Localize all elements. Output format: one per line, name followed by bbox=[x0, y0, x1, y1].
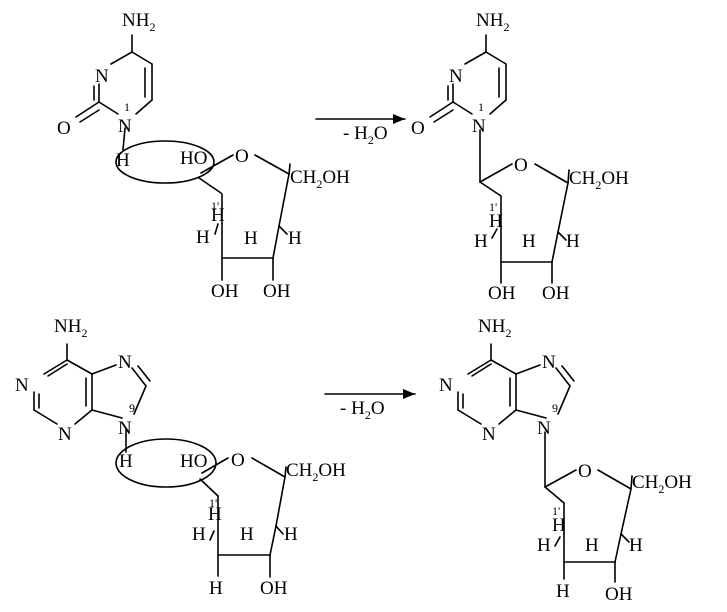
atom-h: H bbox=[552, 515, 566, 536]
amine-label: NH2 bbox=[54, 316, 87, 340]
hydroxyl-label: OH bbox=[488, 283, 516, 304]
position-1-prime-label: 1' bbox=[211, 199, 219, 213]
ring-oxygen: O bbox=[578, 461, 592, 482]
water-loss-label: - H2O bbox=[343, 123, 388, 147]
position-1-prime-label: 1' bbox=[209, 496, 217, 510]
deoxyribose-reactant: HO O CH2OH 1' H H H H H OH bbox=[180, 450, 346, 599]
position-1-prime-label: 1' bbox=[489, 200, 497, 214]
ch2oh-label: CH2OH bbox=[632, 472, 692, 496]
position-1-label: 1 bbox=[124, 100, 130, 114]
hydroxyl-label: OH bbox=[542, 283, 570, 304]
atom-h: H bbox=[192, 524, 206, 545]
atom-n: N bbox=[482, 424, 496, 445]
deoxyadenosine-product: NH2 N N N N 9 O CH2OH 1' H H H H H OH bbox=[439, 316, 692, 605]
hydroxyl-label: OH bbox=[211, 281, 239, 302]
water-elimination-circle bbox=[115, 438, 217, 488]
atom-h: H bbox=[116, 150, 130, 171]
atom-h: H bbox=[489, 211, 503, 232]
position-1-label: 1 bbox=[478, 100, 484, 114]
reaction-arrow-2: - H2O bbox=[324, 389, 416, 422]
amine-label: NH2 bbox=[478, 316, 511, 340]
ring-oxygen: O bbox=[514, 155, 528, 176]
atom-n9: N bbox=[118, 418, 132, 439]
atom-h: H bbox=[537, 535, 551, 556]
water-elimination-circle bbox=[115, 140, 215, 184]
atom-h: H bbox=[474, 231, 488, 252]
atom-n9: N bbox=[537, 418, 551, 439]
cytidine-product: NH2 N O N 1 O CH2OH 1' H H H H OH OH bbox=[411, 10, 629, 304]
cytosine-reactant: NH2 N O N 1 H bbox=[57, 10, 155, 171]
water-loss-label: - H2O bbox=[340, 398, 385, 422]
reaction-arrow-1: - H2O bbox=[315, 114, 406, 147]
ch2oh-label: CH2OH bbox=[569, 168, 629, 192]
atom-h: H bbox=[556, 581, 570, 602]
atom-n: N bbox=[118, 352, 132, 373]
ring-oxygen: O bbox=[235, 146, 249, 167]
atom-h: H bbox=[196, 227, 210, 248]
atom-n: N bbox=[449, 66, 463, 87]
hydroxyl-label: OH bbox=[263, 281, 291, 302]
atom-n: N bbox=[58, 424, 72, 445]
atom-n: N bbox=[95, 66, 109, 87]
hydroxyl-label: HO bbox=[180, 148, 207, 169]
hydroxyl-label: HO bbox=[180, 451, 207, 472]
atom-h: H bbox=[522, 231, 536, 252]
adenine-reactant: NH2 N N N N 9 H bbox=[15, 316, 151, 472]
atom-h: H bbox=[209, 578, 223, 599]
atom-h: H bbox=[240, 524, 254, 545]
hydroxyl-label: OH bbox=[260, 578, 288, 599]
ch2oh-label: CH2OH bbox=[286, 460, 346, 484]
position-9-label: 9 bbox=[129, 401, 135, 415]
atom-h: H bbox=[585, 535, 599, 556]
atom-h: H bbox=[629, 535, 643, 556]
amine-label: NH2 bbox=[476, 10, 509, 34]
atom-h: H bbox=[284, 524, 298, 545]
atom-n1: N bbox=[118, 116, 132, 137]
atom-h: H bbox=[119, 451, 133, 472]
atom-n: N bbox=[15, 375, 29, 396]
atom-n: N bbox=[542, 352, 556, 373]
atom-h: H bbox=[244, 228, 258, 249]
position-1-prime-label: 1' bbox=[552, 504, 560, 518]
hydroxyl-label: OH bbox=[605, 584, 633, 605]
atom-h: H bbox=[566, 231, 580, 252]
ribose-reactant: HO O CH2OH 1' H H H H OH OH bbox=[180, 146, 350, 302]
atom-o: O bbox=[57, 118, 71, 139]
atom-n1: N bbox=[472, 116, 486, 137]
atom-h: H bbox=[208, 504, 222, 525]
atom-n: N bbox=[439, 375, 453, 396]
position-9-label: 9 bbox=[552, 401, 558, 415]
atom-h: H bbox=[288, 228, 302, 249]
atom-o: O bbox=[411, 118, 425, 139]
ch2oh-label: CH2OH bbox=[290, 167, 350, 191]
amine-label: NH2 bbox=[122, 10, 155, 34]
atom-h: H bbox=[211, 205, 225, 226]
ring-oxygen: O bbox=[231, 450, 245, 471]
